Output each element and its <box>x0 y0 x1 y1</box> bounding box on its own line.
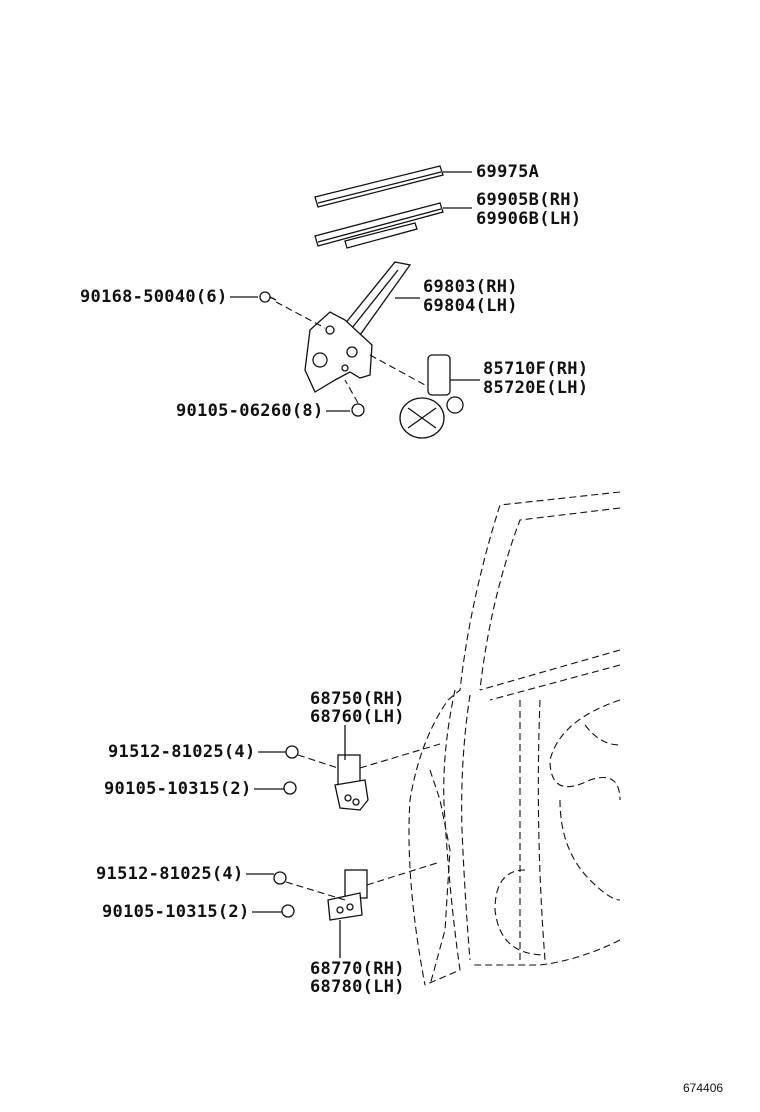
label-regulator-rh: 69803(RH) <box>423 277 518 297</box>
window-regulator <box>304 261 412 393</box>
label-lower-bolt-b: 90105-10315(2) <box>102 902 250 922</box>
label-motor-rh: 85710F(RH) <box>483 359 589 379</box>
label-regulator-lh: 69804(LH) <box>423 296 518 316</box>
label-lower-hinge-lh: 68780(LH) <box>310 977 405 997</box>
label-lower-bolt-a: 91512-81025(4) <box>96 864 244 884</box>
label-belt-lh: 69906B(LH) <box>476 209 582 229</box>
dash-lower-hinge <box>366 861 441 886</box>
label-belt-rh: 69905B(RH) <box>476 190 582 210</box>
dash-motor <box>369 354 426 386</box>
label-bolt-mid: 90105-06260(8) <box>176 401 324 421</box>
upper-hinge <box>334 754 369 811</box>
window-motor <box>399 354 464 439</box>
label-upper-bolt-b: 90105-10315(2) <box>104 779 252 799</box>
label-lower-hinge-rh: 68770(RH) <box>310 959 405 979</box>
run-channel-strip <box>314 165 444 208</box>
dash-upper-hinge <box>359 743 441 769</box>
label-upper-hinge-rh: 68750(RH) <box>310 689 405 709</box>
dash-lower-bolt <box>285 881 346 901</box>
lower-bolt-b-icon <box>281 904 295 918</box>
bolt-mid-icon <box>351 403 365 417</box>
belt-moulding-strip <box>314 202 444 249</box>
label-upper-hinge-lh: 68760(LH) <box>310 707 405 727</box>
label-motor-lh: 85720E(LH) <box>483 378 589 398</box>
label-bolt-top: 90168-50040(6) <box>80 287 228 307</box>
label-upper-bolt-a: 91512-81025(4) <box>108 742 256 762</box>
figure-reference-number: 674406 <box>683 1081 724 1095</box>
door-outline <box>408 491 621 986</box>
lower-hinge <box>327 869 368 921</box>
label-run-channel: 69975A <box>476 162 540 182</box>
bolt-top-icon <box>259 291 277 303</box>
upper-bolt-b-icon <box>283 781 297 795</box>
dash-upper-bolt <box>297 754 339 769</box>
lower-bolt-a-icon <box>273 871 287 885</box>
dash-bolt-mid <box>344 379 359 404</box>
upper-bolt-a-icon <box>285 745 299 759</box>
dash-bolt-top <box>275 301 326 329</box>
